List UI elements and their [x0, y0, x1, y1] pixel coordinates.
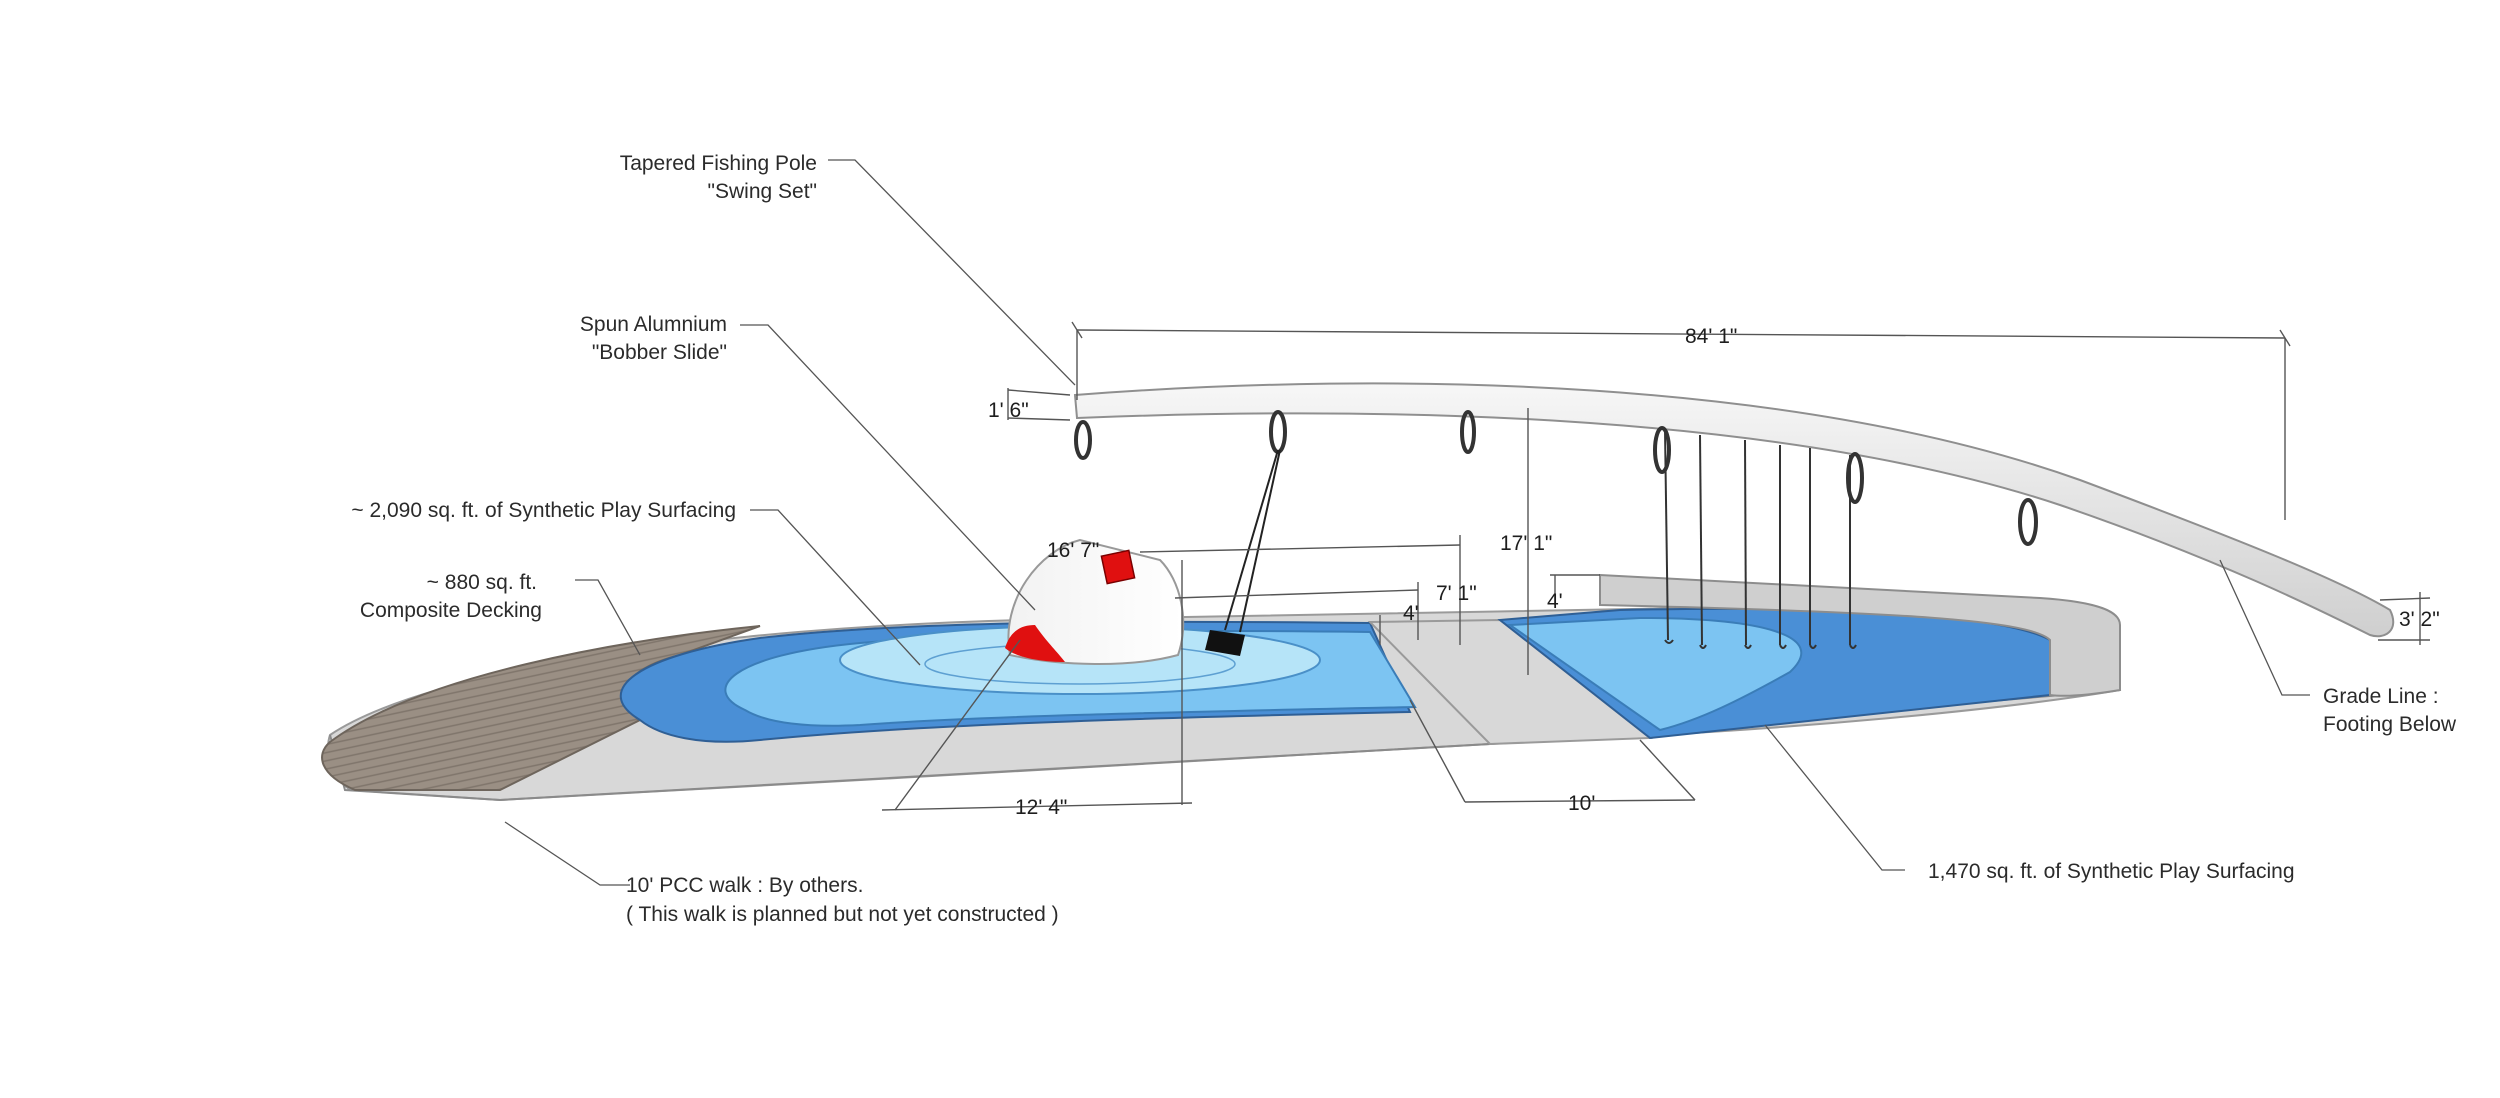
dim-pole-end: 3' 2": [2399, 608, 2440, 631]
label-bobber-1: Spun Alumnium: [580, 313, 727, 336]
swing-ring-5: [1846, 452, 1864, 504]
dim-platform-right: 4': [1547, 590, 1563, 613]
fishing-line: [1224, 449, 1279, 631]
label-grade-1: Grade Line :: [2323, 685, 2439, 708]
dim-bobber-slide-height: 7' 1": [1436, 582, 1477, 605]
label-surfacing-right: 1,470 sq. ft. of Synthetic Play Surfacin…: [1928, 860, 2295, 883]
label-surfacing-left: ~ 2,090 sq. ft. of Synthetic Play Surfac…: [351, 499, 736, 522]
swing-seat: [1205, 630, 1245, 656]
swing-chains: [1664, 429, 1857, 649]
label-walk-2: ( This walk is planned but not yet const…: [626, 903, 1059, 926]
label-fishing-pole-1: Tapered Fishing Pole: [620, 152, 817, 175]
surfacing-right-inner: [1507, 616, 1803, 732]
dim-pole-height: 17' 1": [1500, 532, 1552, 555]
right-retaining-wall: [1599, 573, 2121, 697]
swing-ring-1: [1074, 420, 1092, 460]
label-decking-2: Composite Decking: [360, 599, 542, 622]
dim-walk-width: 10': [1568, 792, 1595, 815]
label-walk-1: 10' PCC walk : By others.: [626, 874, 863, 897]
swing-ring-4: [1653, 426, 1671, 474]
dim-pole-thickness: 1' 6": [988, 399, 1029, 422]
dim-pole-length: 84' 1": [1685, 325, 1737, 348]
bobber-red-top: [1100, 549, 1136, 585]
dim-bobber-height: 16' 7": [1047, 539, 1099, 562]
bobber-red-band: [1005, 625, 1065, 662]
swing-ring-3: [1460, 410, 1476, 454]
dim-bobber-width: 12' 4": [1015, 796, 1067, 819]
leader-lines: [504, 159, 2310, 886]
label-decking-1: ~ 880 sq. ft.: [427, 571, 537, 594]
label-grade-2: Footing Below: [2323, 713, 2457, 736]
bobber-slide: [1007, 538, 1185, 665]
label-fishing-pole-2: "Swing Set": [708, 180, 817, 203]
dimension-lines: [881, 321, 2431, 811]
swing-ring-6: [2018, 498, 2038, 546]
swing-ring-2: [1269, 410, 1287, 454]
dim-platform-left: 4': [1403, 602, 1419, 625]
label-bobber-2: "Bobber Slide": [592, 341, 727, 364]
